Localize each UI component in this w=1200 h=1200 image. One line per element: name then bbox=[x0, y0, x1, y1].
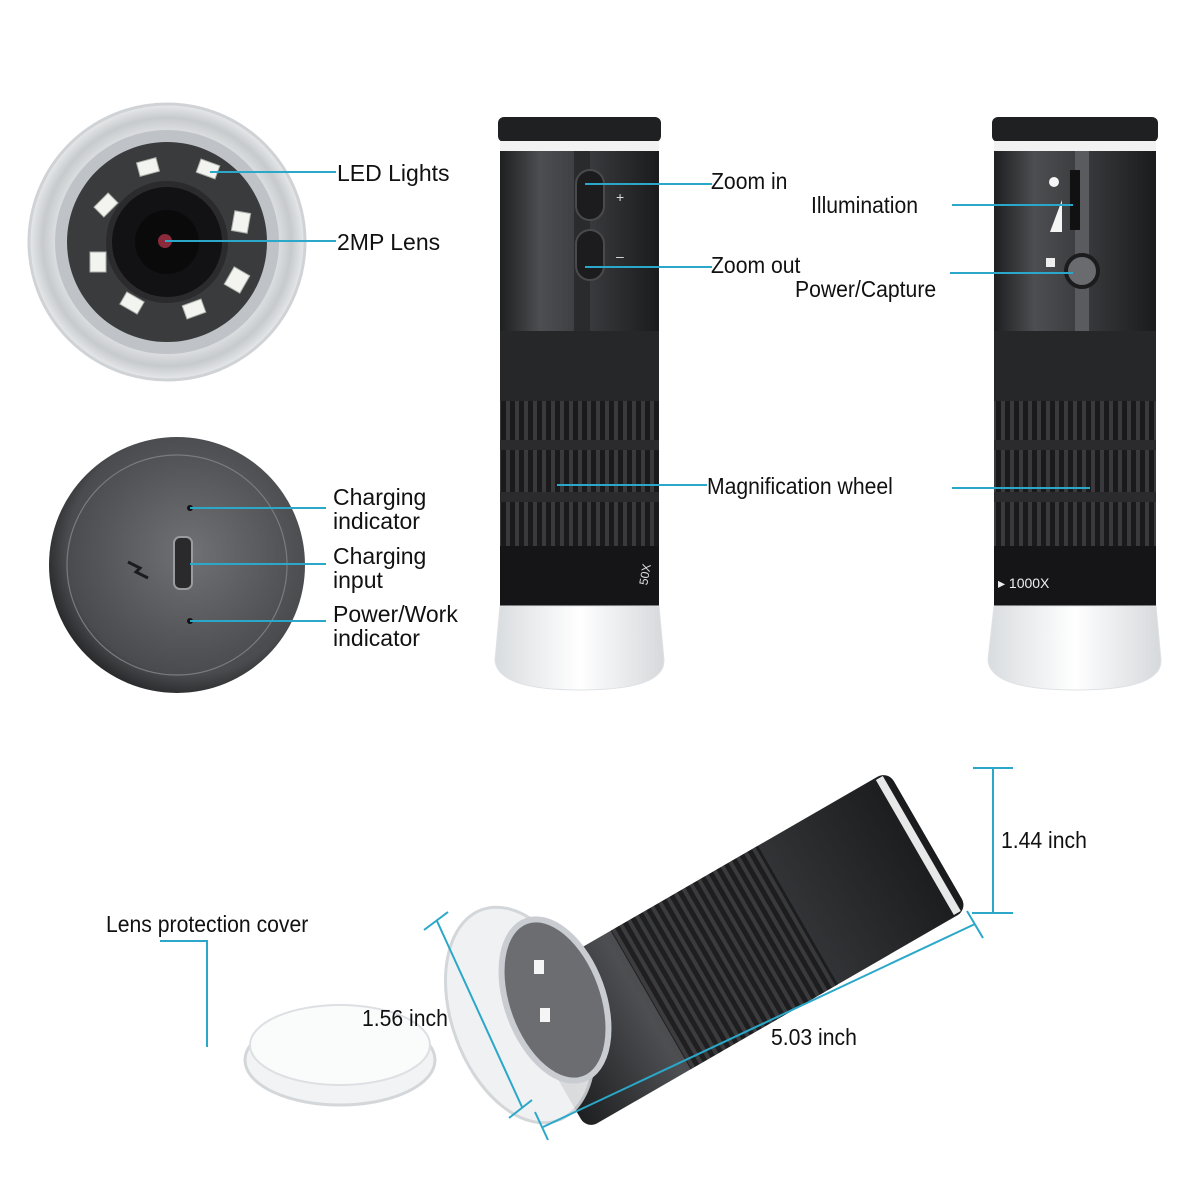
zoom-out-label: Zoom out bbox=[711, 252, 801, 278]
device-right-side: ▸ 1000X bbox=[987, 117, 1162, 691]
svg-text:–: – bbox=[616, 248, 624, 264]
svg-text:+: + bbox=[616, 189, 624, 205]
svg-text:50X: 50X bbox=[636, 563, 653, 586]
height-dimension-label: 1.44 inch bbox=[1001, 827, 1087, 853]
charging-indicator-label: Charging indicator bbox=[333, 485, 426, 533]
charging-input-label: Charging input bbox=[333, 544, 426, 592]
diameter-dimension-label: 1.56 inch bbox=[362, 1005, 448, 1031]
magnification-wheel-label: Magnification wheel bbox=[707, 473, 893, 499]
lens-label: 2MP Lens bbox=[337, 229, 441, 255]
callout-lines bbox=[160, 171, 1090, 1141]
svg-text:▸ 1000X: ▸ 1000X bbox=[998, 575, 1050, 591]
device-left-side: + – 50X bbox=[494, 117, 665, 691]
power-indicator-line2: indicator bbox=[333, 625, 420, 651]
power-capture-label: Power/Capture bbox=[795, 276, 937, 302]
charging-input-line2: input bbox=[333, 567, 383, 593]
power-indicator-line1: Power/Work bbox=[333, 601, 458, 627]
led-lights-label: LED Lights bbox=[337, 160, 450, 186]
charging-input-line1: Charging bbox=[333, 543, 427, 569]
zoom-in-label: Zoom in bbox=[711, 168, 788, 194]
device-lying bbox=[443, 775, 964, 1125]
illumination-label: Illumination bbox=[811, 192, 919, 218]
bottom-disc-view bbox=[49, 437, 305, 693]
charging-indicator-line2: indicator bbox=[333, 508, 420, 534]
lens-cover bbox=[243, 1004, 437, 1107]
power-indicator-label: Power/Work indicator bbox=[333, 602, 458, 650]
lens-cover-label: Lens protection cover bbox=[106, 911, 309, 937]
length-dimension-label: 5.03 inch bbox=[771, 1024, 857, 1050]
charging-indicator-line1: Charging bbox=[333, 484, 427, 510]
